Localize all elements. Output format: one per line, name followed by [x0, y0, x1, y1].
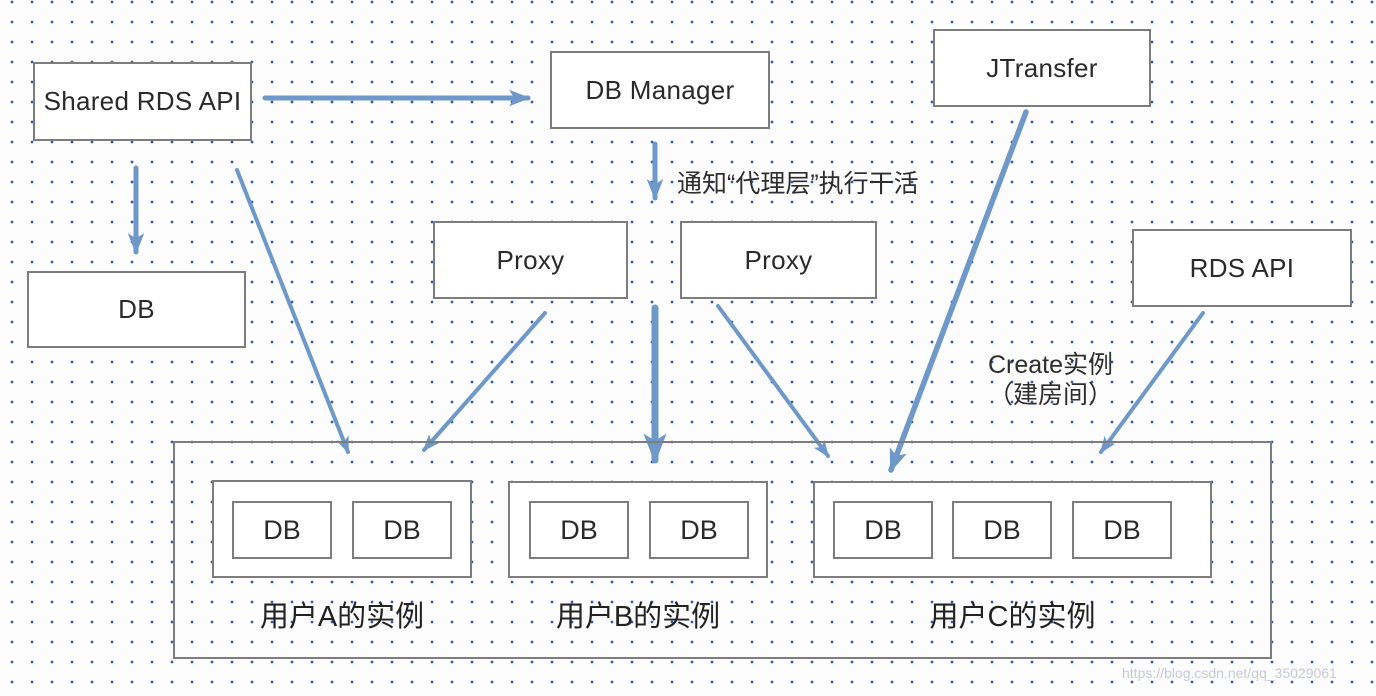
- annotation-create-instance-line1: Create实例: [988, 351, 1114, 379]
- arrow-proxy1-to-groupA-db2: [422, 311, 547, 452]
- db-box: DB: [529, 501, 629, 559]
- instances-container: [173, 441, 1272, 659]
- annotation-create-instance: Create实例 （建房间）: [988, 350, 1113, 410]
- db-box: DB: [352, 501, 452, 559]
- arrow-proxy2-to-groupC: [716, 304, 830, 458]
- node-db: DB: [27, 271, 246, 348]
- annotation-create-instance-line2: （建房间）: [988, 381, 1114, 409]
- db-box: DB: [232, 501, 332, 559]
- node-jtransfer: JTransfer: [933, 29, 1151, 107]
- node-proxy-right: Proxy: [680, 221, 877, 299]
- node-rds-api: RDS API: [1132, 229, 1352, 307]
- db-box: DB: [833, 501, 933, 559]
- group-user-b-label: 用户B的实例: [555, 601, 721, 633]
- db-box: DB: [649, 501, 749, 559]
- group-user-c-label: 用户C的实例: [929, 601, 1096, 633]
- node-db-manager: DB Manager: [550, 51, 770, 129]
- group-user-a-label: 用户A的实例: [259, 601, 425, 633]
- annotation-notify-proxy-layer: 通知“代理层”执行干活: [677, 170, 919, 198]
- db-box: DB: [1072, 501, 1172, 559]
- db-box: DB: [952, 501, 1052, 559]
- arrow-rdsapi-to-groupC: [1099, 311, 1205, 454]
- node-proxy-left: Proxy: [433, 221, 628, 299]
- watermark-url: https://blog.csdn.net/qq_35029061: [1122, 665, 1337, 681]
- arrow-sharedapi-to-groupA-db1: [235, 168, 350, 454]
- node-shared-rds-api: Shared RDS API: [33, 62, 252, 141]
